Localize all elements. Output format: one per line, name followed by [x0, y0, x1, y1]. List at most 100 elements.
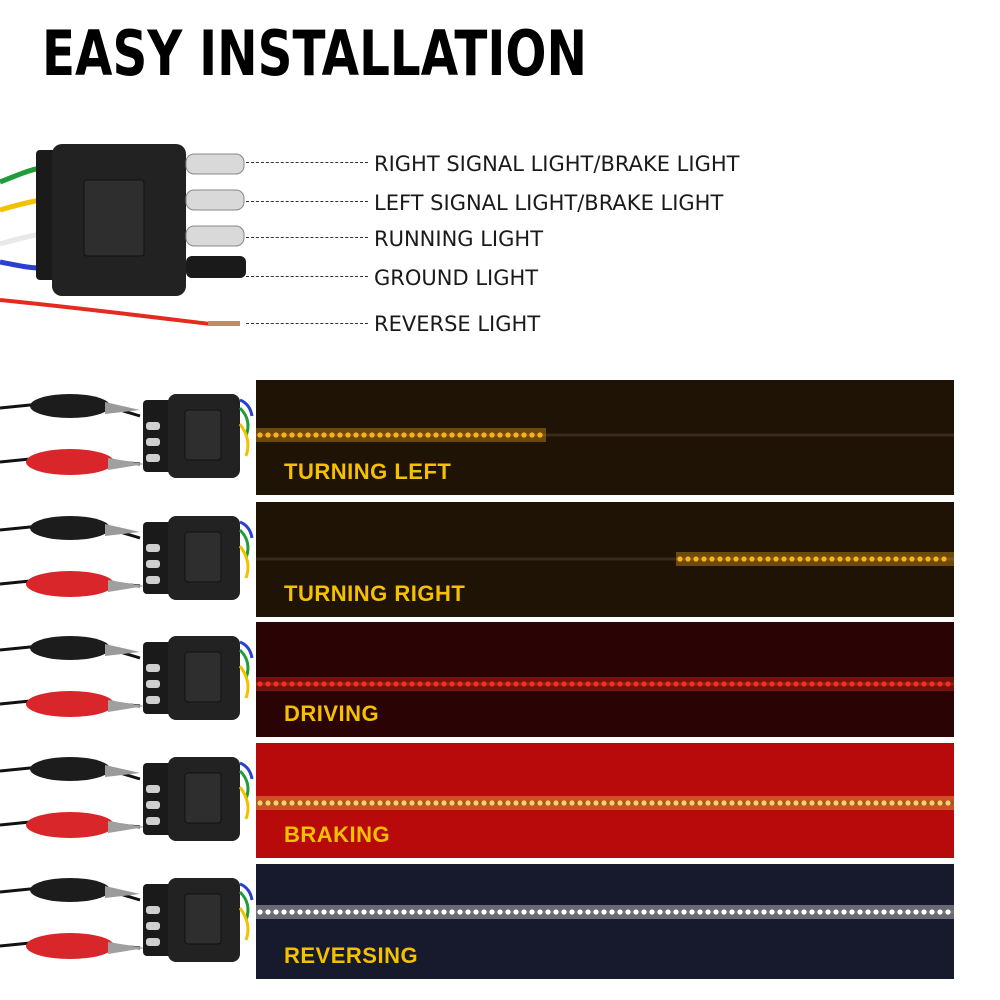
led-dot — [489, 432, 495, 438]
led-dot — [273, 432, 279, 438]
led-dot — [729, 909, 735, 915]
led-dot — [409, 909, 415, 915]
led-dot — [817, 909, 823, 915]
led-dot — [909, 556, 915, 562]
led-dot — [425, 432, 431, 438]
led-dot — [281, 681, 287, 687]
led-dot — [889, 909, 895, 915]
led-dot — [393, 800, 399, 806]
led-dot — [777, 909, 783, 915]
led-dot — [745, 800, 751, 806]
led-dot — [641, 681, 647, 687]
led-dot — [449, 681, 455, 687]
led-dot — [861, 556, 867, 562]
led-dot — [849, 800, 855, 806]
led-dot — [417, 432, 423, 438]
led-dot — [705, 800, 711, 806]
led-dot — [609, 681, 615, 687]
led-dot — [305, 681, 311, 687]
led-dot — [845, 556, 851, 562]
led-dot — [809, 800, 815, 806]
led-dot — [649, 681, 655, 687]
led-dot — [545, 681, 551, 687]
led-dot — [769, 909, 775, 915]
led-dot — [561, 909, 567, 915]
led-dot — [849, 681, 855, 687]
led-dot — [553, 681, 559, 687]
led-dot — [601, 909, 607, 915]
led-dot — [545, 909, 551, 915]
led-dot — [937, 909, 943, 915]
led-dot — [353, 681, 359, 687]
led-dot — [665, 800, 671, 806]
led-dot — [837, 556, 843, 562]
led-dot — [329, 432, 335, 438]
led-dot — [865, 800, 871, 806]
led-dot — [353, 800, 359, 806]
led-dot — [481, 432, 487, 438]
led-dot — [513, 800, 519, 806]
led-dot — [881, 681, 887, 687]
led-dot — [713, 800, 719, 806]
connector-with-clips — [0, 757, 254, 841]
led-dot — [521, 681, 527, 687]
led-dot — [481, 800, 487, 806]
led-dot — [273, 909, 279, 915]
led-dot — [865, 681, 871, 687]
led-dot — [857, 681, 863, 687]
led-dot — [721, 800, 727, 806]
led-dot — [281, 432, 287, 438]
led-dot — [297, 909, 303, 915]
led-dot — [753, 800, 759, 806]
led-dot — [465, 432, 471, 438]
led-dot — [305, 432, 311, 438]
led-dot — [585, 909, 591, 915]
led-dot — [897, 800, 903, 806]
led-dot — [377, 432, 383, 438]
led-dot — [689, 681, 695, 687]
led-dot — [633, 800, 639, 806]
led-dot — [329, 909, 335, 915]
led-dot — [721, 909, 727, 915]
led-dot — [545, 800, 551, 806]
led-dot — [753, 909, 759, 915]
led-dot — [913, 909, 919, 915]
led-dot — [705, 909, 711, 915]
led-dot — [785, 800, 791, 806]
led-dot — [649, 909, 655, 915]
wire-label-reverse: REVERSE LIGHT — [374, 312, 541, 336]
led-dot — [305, 800, 311, 806]
led-dot — [289, 800, 295, 806]
led-dot — [813, 556, 819, 562]
led-dot — [441, 432, 447, 438]
led-dot — [297, 432, 303, 438]
led-strip — [256, 796, 954, 810]
led-dot — [929, 800, 935, 806]
led-dot — [569, 909, 575, 915]
led-dot — [701, 556, 707, 562]
led-dot — [841, 681, 847, 687]
mode-panel: DRIVING — [256, 622, 954, 737]
led-dot — [401, 909, 407, 915]
led-dot — [761, 909, 767, 915]
led-dot — [941, 556, 947, 562]
led-dot — [833, 681, 839, 687]
led-dot — [433, 800, 439, 806]
led-dot — [853, 556, 859, 562]
led-dot — [505, 800, 511, 806]
led-dot — [337, 432, 343, 438]
led-dot — [313, 909, 319, 915]
mode-label: TURNING RIGHT — [284, 581, 466, 606]
led-dot — [665, 909, 671, 915]
wire-label-ground: GROUND LIGHT — [374, 266, 539, 290]
led-dot — [457, 800, 463, 806]
led-dot — [829, 556, 835, 562]
led-dot — [893, 556, 899, 562]
led-dot — [801, 681, 807, 687]
led-dot — [361, 432, 367, 438]
led-dot — [857, 800, 863, 806]
led-dot — [705, 681, 711, 687]
led-dot — [377, 909, 383, 915]
led-dot — [345, 909, 351, 915]
led-dot — [441, 681, 447, 687]
